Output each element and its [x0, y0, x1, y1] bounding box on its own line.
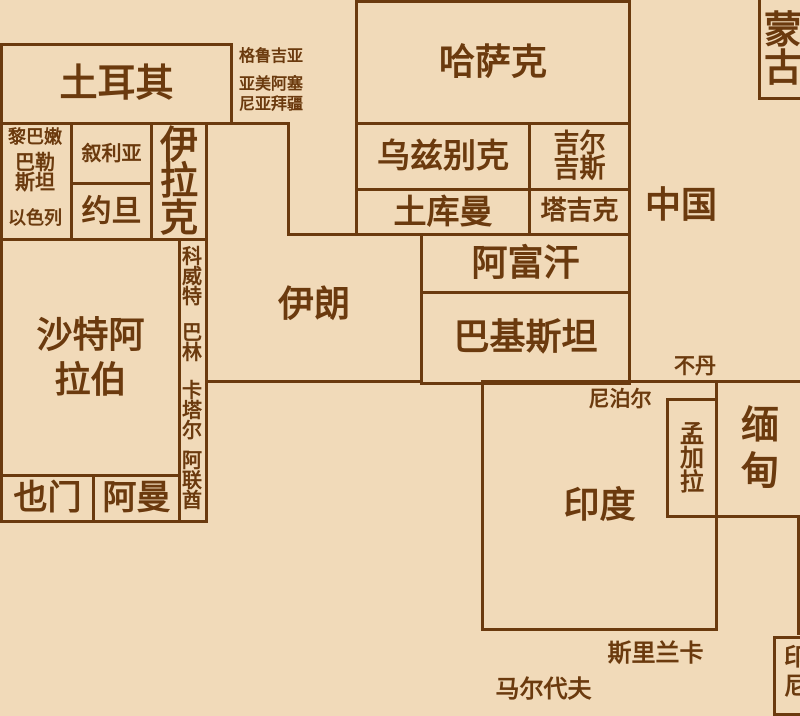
country-indonesia[interactable]: 印尼 — [773, 636, 800, 716]
country-israel[interactable]: 以色列 — [8, 208, 62, 229]
label: 印尼 — [784, 643, 800, 700]
country-jordan[interactable]: 约旦 — [70, 182, 153, 241]
label: 叙利亚 — [81, 141, 142, 165]
country-iran[interactable]: 伊朗 — [277, 284, 350, 325]
label: 缅甸 — [741, 403, 780, 493]
country-bahrain[interactable]: 巴林 — [182, 320, 202, 364]
label: 土库曼 — [393, 191, 493, 231]
label: 孟加拉 — [680, 420, 704, 496]
country-palestine[interactable]: 巴勒斯坦 — [15, 150, 55, 194]
gulf-box — [178, 238, 208, 523]
label: 印度 — [563, 484, 636, 526]
label: 阿富汗 — [471, 242, 580, 284]
label: 土耳其 — [59, 61, 174, 106]
country-qatar[interactable]: 卡塔尔 — [182, 378, 202, 442]
country-turkey[interactable]: 土耳其 — [0, 43, 233, 125]
country-uzbekistan[interactable]: 乌兹别克 — [355, 122, 531, 191]
country-turkmenistan[interactable]: 土库曼 — [355, 188, 531, 236]
country-nepal[interactable]: 尼泊尔 — [588, 387, 652, 411]
country-china[interactable]: 中国 — [644, 185, 717, 226]
country-pakistan[interactable]: 巴基斯坦 — [420, 291, 631, 385]
country-kazakhstan[interactable]: 哈萨克 — [355, 0, 631, 125]
country-maldives[interactable]: 马尔代夫 — [495, 675, 592, 703]
country-kuwait[interactable]: 科威特 — [182, 244, 202, 308]
country-bhutan[interactable]: 不丹 — [674, 354, 716, 378]
country-sri-lanka[interactable]: 斯里兰卡 — [607, 639, 704, 667]
label: 塔吉克 — [540, 196, 619, 227]
country-mongolia[interactable]: 蒙古 — [758, 0, 800, 100]
country-uae[interactable]: 阿联酋 — [182, 448, 202, 512]
country-saudi-arabia[interactable]: 沙特阿拉伯 — [0, 238, 181, 477]
country-syria[interactable]: 叙利亚 — [70, 122, 153, 185]
label: 乌兹别克 — [377, 136, 509, 176]
label: 蒙古 — [764, 7, 800, 90]
border — [205, 122, 290, 125]
country-afghanistan[interactable]: 阿富汗 — [420, 233, 631, 294]
label: 阿曼 — [102, 477, 171, 518]
label: 哈萨克 — [438, 41, 547, 83]
label: 伊拉克 — [160, 123, 199, 240]
border — [287, 122, 290, 236]
label: 巴基斯坦 — [453, 317, 598, 359]
country-lebanon[interactable]: 黎巴嫩 — [8, 127, 62, 148]
country-kyrgyzstan[interactable]: 吉尔吉斯 — [528, 122, 631, 191]
country-tajikistan[interactable]: 塔吉克 — [528, 188, 631, 236]
country-armenia-azerbaijan-line1[interactable]: 亚美阿塞 — [238, 74, 303, 93]
country-armenia-azerbaijan-line2[interactable]: 尼亚拜疆 — [238, 94, 303, 113]
country-bangladesh[interactable]: 孟加拉 — [666, 398, 718, 518]
country-yemen[interactable]: 也门 — [0, 474, 95, 523]
country-iraq[interactable]: 伊拉克 — [150, 122, 208, 241]
country-myanmar[interactable]: 缅甸 — [715, 380, 800, 518]
label: 吉尔吉斯 — [553, 128, 606, 184]
label: 也门 — [13, 477, 82, 518]
border — [628, 0, 631, 385]
label: 约旦 — [81, 193, 142, 229]
country-oman[interactable]: 阿曼 — [92, 474, 181, 523]
label: 沙特阿拉伯 — [36, 314, 145, 401]
border — [205, 380, 423, 383]
border — [797, 515, 800, 635]
country-georgia[interactable]: 格鲁吉亚 — [238, 46, 303, 65]
